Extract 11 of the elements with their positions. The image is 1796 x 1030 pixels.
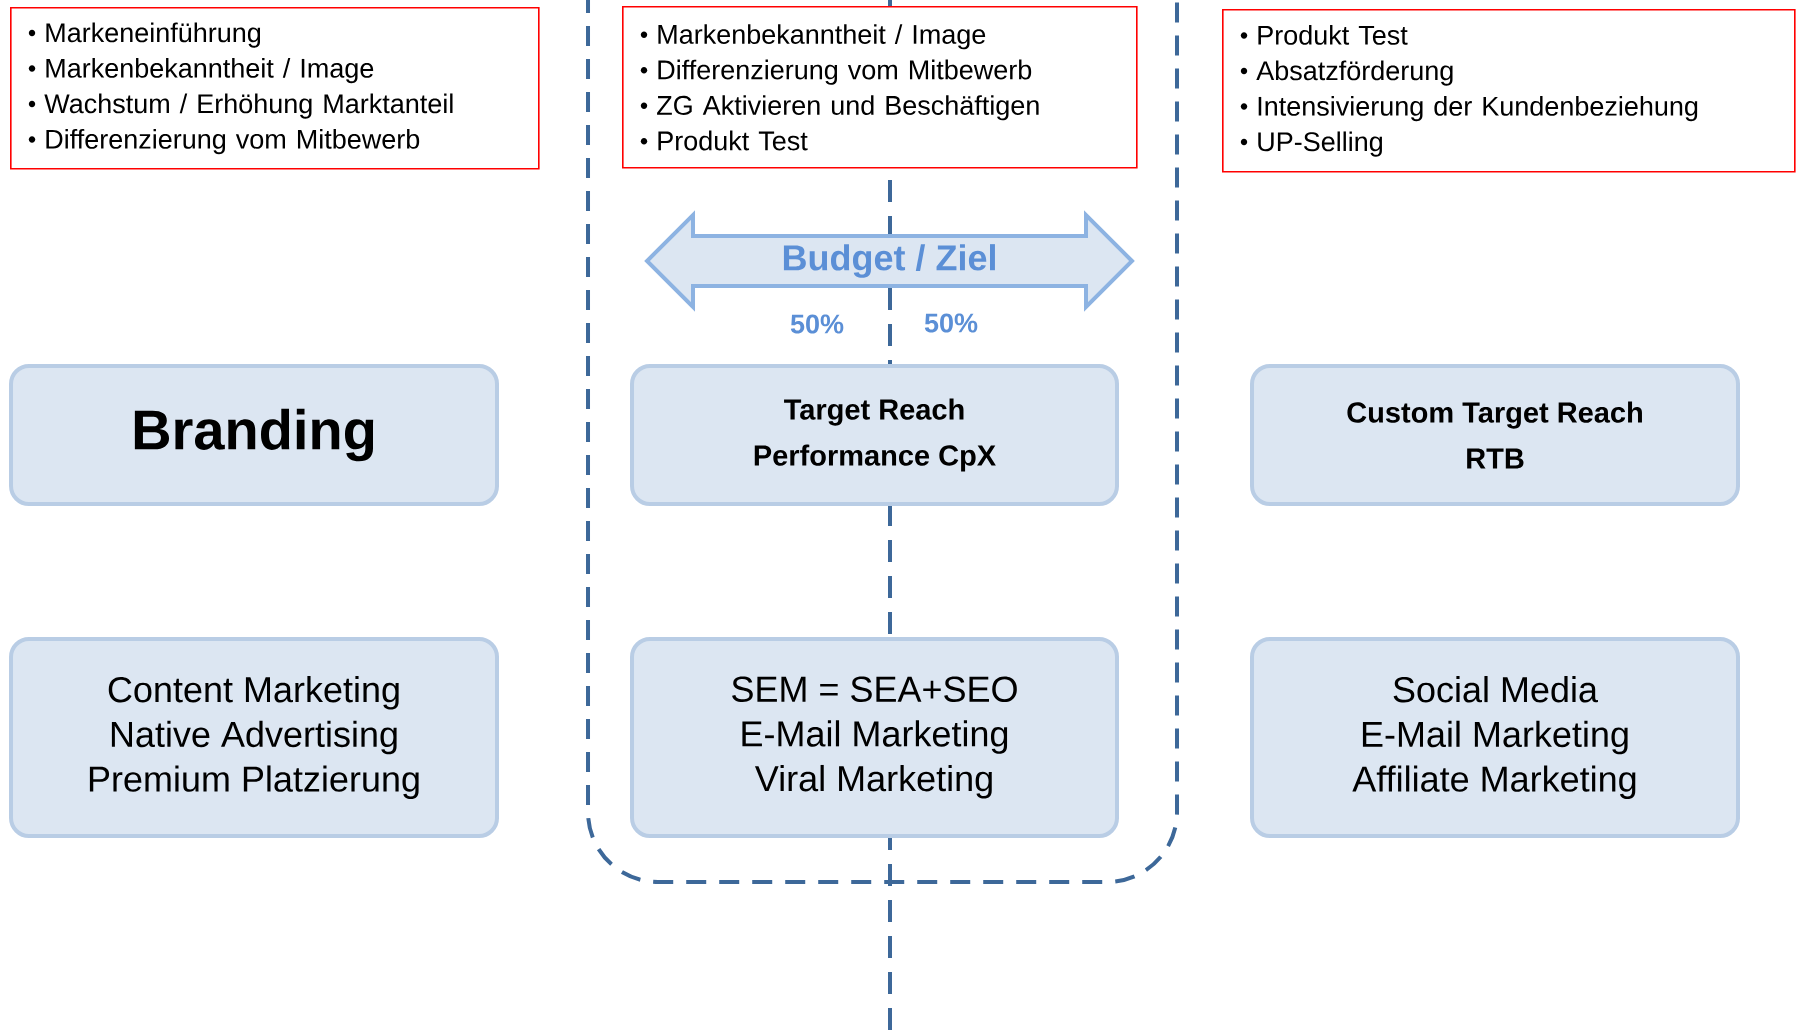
channel-box: SEM = SEA+SEO E-Mail Marketing Viral Marketing	[630, 637, 1119, 838]
goal-box: Produkt Test Absatzförderung Intensivierung der Kundenbeziehung UP-Selling	[1222, 9, 1796, 173]
category-box: Branding	[9, 364, 499, 506]
share-label: 50%	[924, 313, 978, 333]
channel-box: Content Marketing Native Advertising Premium Platzierung	[9, 637, 499, 838]
goal-box: Markeneinführung Markenbekanntheit / Image Wachstum / Erhöhung Marktanteil Differenzierung vom Mitbewerb	[10, 7, 540, 170]
category-box: Custom Target Reach RTB	[1250, 364, 1740, 506]
category-box: Target Reach Performance CpX	[630, 364, 1119, 506]
share-label: 50%	[790, 314, 844, 334]
channel-box: Social Media E-Mail Marketing Affiliate Marketing	[1250, 637, 1740, 838]
goal-box: Markenbekanntheit / Image Differenzierung vom Mitbewerb ZG Aktivieren und Beschäftigen Produkt Test	[622, 6, 1138, 169]
